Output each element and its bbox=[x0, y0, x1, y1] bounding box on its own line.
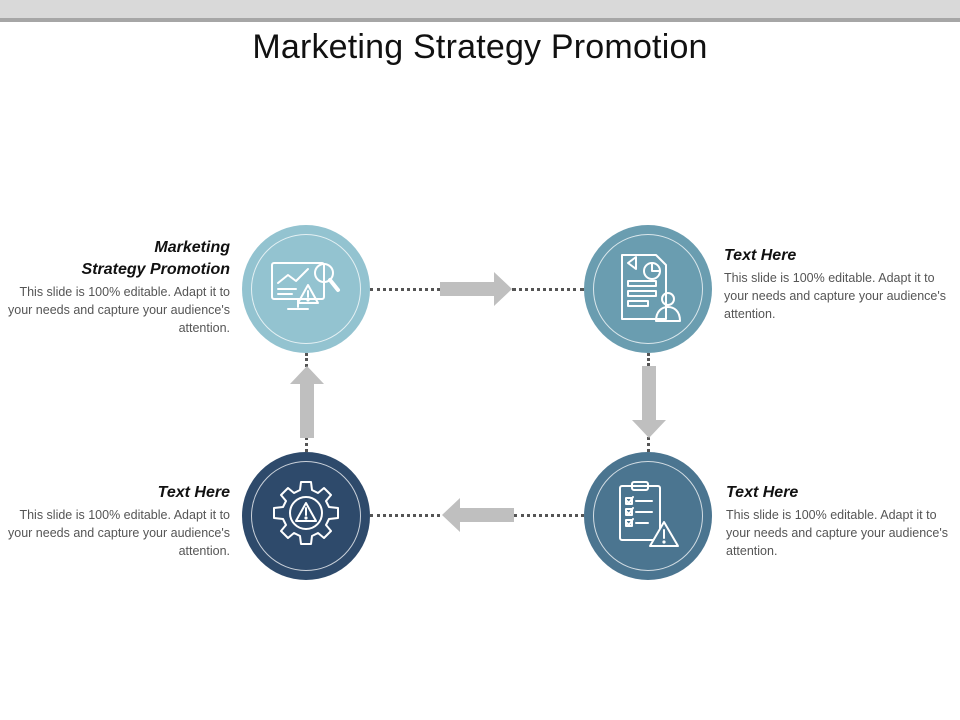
connector-right-bottom bbox=[647, 437, 650, 452]
connector-top-left bbox=[370, 288, 440, 291]
node-ring bbox=[251, 461, 361, 571]
block-heading: Text Here bbox=[724, 247, 797, 264]
node-ring bbox=[593, 234, 703, 344]
node-ring bbox=[251, 234, 361, 344]
gear-warning-icon bbox=[273, 481, 339, 545]
block-heading: Text Here bbox=[157, 484, 230, 501]
connector-left-bottom bbox=[305, 437, 308, 452]
arrow-up-icon bbox=[290, 366, 324, 438]
connector-left-top bbox=[305, 353, 308, 367]
block-body: This slide is 100% editable. Adapt it to… bbox=[8, 508, 230, 558]
block-heading: Marketing Strategy Promotion bbox=[0, 237, 230, 281]
node-bottom-left bbox=[242, 452, 370, 580]
analytics-monitor-warning-icon bbox=[271, 262, 340, 310]
page-title: Marketing Strategy Promotion bbox=[252, 28, 708, 66]
top-bar bbox=[0, 0, 960, 22]
block-heading-line2: Strategy Promotion bbox=[81, 261, 230, 278]
connector-right-top bbox=[647, 353, 650, 366]
connector-bottom-left bbox=[370, 514, 440, 517]
text-block-bottom-right: Text Here This slide is 100% editable. A… bbox=[726, 482, 956, 560]
connector-bottom-right bbox=[514, 514, 584, 517]
node-top-left bbox=[242, 225, 370, 353]
arrow-down-icon bbox=[632, 366, 666, 438]
text-block-top-right: Text Here This slide is 100% editable. A… bbox=[724, 245, 954, 323]
checklist-warning-icon bbox=[619, 481, 679, 547]
block-heading-line1: Marketing bbox=[154, 239, 230, 256]
text-block-top-left: Marketing Strategy Promotion This slide … bbox=[0, 237, 230, 337]
text-block-bottom-left: Text Here This slide is 100% editable. A… bbox=[0, 482, 230, 560]
node-bottom-right bbox=[584, 452, 712, 580]
block-heading: Text Here bbox=[726, 484, 799, 501]
block-body: This slide is 100% editable. Adapt it to… bbox=[8, 285, 230, 335]
arrow-left-icon bbox=[442, 498, 514, 532]
node-ring bbox=[593, 461, 703, 571]
report-user-icon bbox=[621, 254, 681, 322]
block-body: This slide is 100% editable. Adapt it to… bbox=[724, 271, 946, 321]
node-top-right bbox=[584, 225, 712, 353]
block-body: This slide is 100% editable. Adapt it to… bbox=[726, 508, 948, 558]
connector-top-right bbox=[512, 288, 584, 291]
arrow-right-icon bbox=[440, 272, 512, 306]
